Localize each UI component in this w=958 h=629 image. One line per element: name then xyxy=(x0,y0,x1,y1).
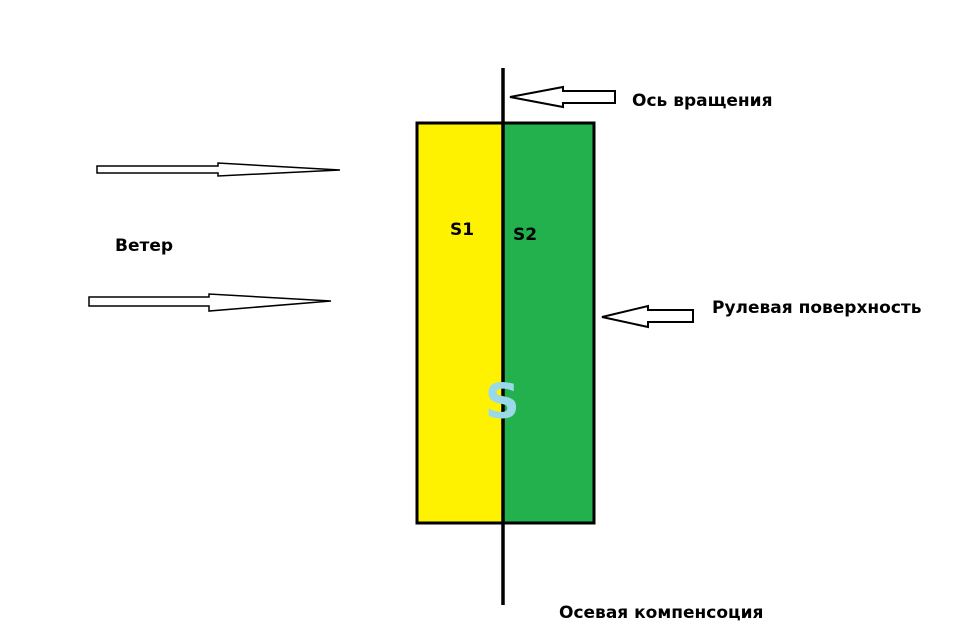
surface-area-s1 xyxy=(417,123,503,523)
area-s1-label: S1 xyxy=(450,220,475,240)
wind-arrow-bottom xyxy=(88,293,332,312)
surface-pointer-arrow xyxy=(601,304,694,329)
axis-of-rotation-label: Ось вращения xyxy=(632,91,773,111)
surface-area-s2 xyxy=(503,123,594,523)
total-area-s-label: S xyxy=(485,374,520,430)
axial-compensation-label: Осевая компенсоция xyxy=(559,603,764,623)
axis-pointer-arrow xyxy=(509,85,616,109)
wind-label: Ветер xyxy=(115,236,174,256)
control-surface-outline xyxy=(415,121,596,525)
wind-arrow-top xyxy=(96,162,341,177)
control-surface-label: Рулевая поверхность xyxy=(712,298,922,318)
area-s2-label: S2 xyxy=(513,225,538,245)
